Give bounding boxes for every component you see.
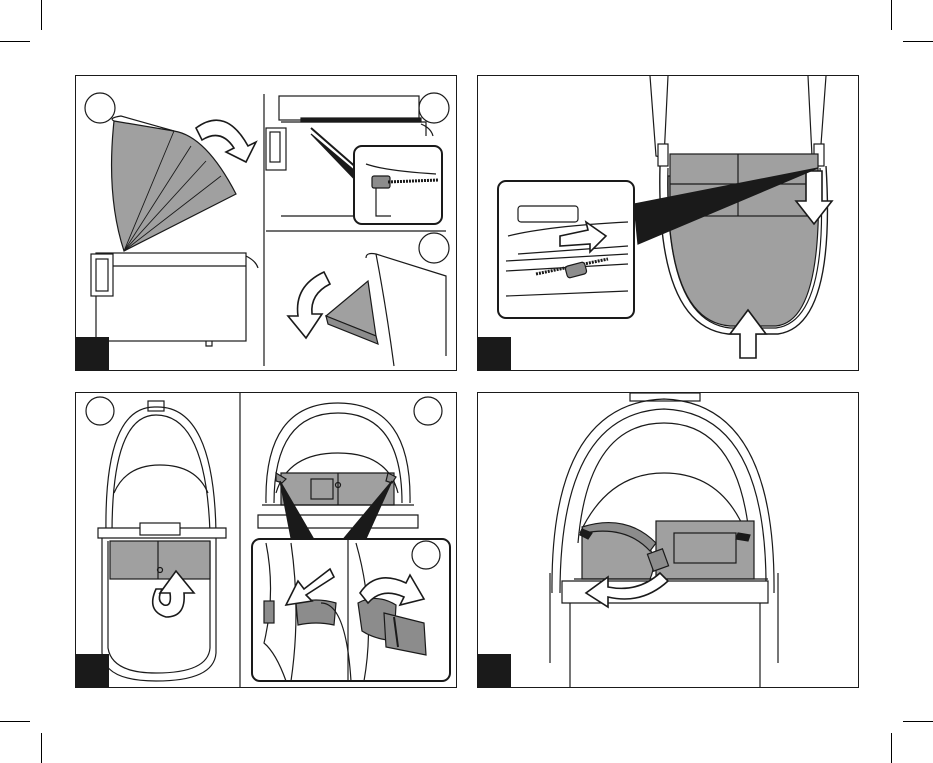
crop-mark (903, 721, 933, 722)
step-circle (414, 397, 442, 425)
step-number-box (478, 337, 511, 370)
panel-fold-apron (75, 392, 457, 688)
snap-button-icon (264, 601, 274, 623)
panel-remove-canopy (75, 75, 457, 371)
panel-attach-apron (477, 392, 859, 688)
crop-mark (903, 41, 933, 42)
snap-button-icon (736, 533, 750, 541)
canopy (112, 121, 236, 251)
crop-mark (891, 733, 892, 763)
zipper-detail (354, 146, 442, 224)
apron (110, 541, 210, 579)
crop-mark (0, 721, 30, 722)
zipper-icon (372, 176, 390, 188)
panel-illustration (76, 393, 457, 688)
step-circle (85, 93, 115, 123)
apron-strap (296, 600, 336, 625)
step-circle (412, 541, 440, 569)
curved-arrow-icon (288, 272, 330, 338)
crop-mark (891, 0, 892, 30)
crop-mark (41, 0, 42, 30)
crop-mark (0, 41, 30, 42)
zipper-detail (498, 181, 634, 318)
step-circle (419, 233, 449, 263)
step-number-box (76, 337, 109, 370)
panel-remove-apron (477, 75, 859, 371)
step-circle (419, 93, 449, 123)
step-number-box (76, 654, 109, 687)
crop-mark (41, 733, 42, 763)
panel-illustration (76, 76, 457, 371)
panel-illustration (478, 393, 859, 688)
step-number-box (478, 654, 511, 687)
carrycot-handle (91, 254, 113, 296)
step-circle (86, 397, 114, 425)
panel-illustration (478, 76, 859, 371)
apron (656, 521, 754, 579)
